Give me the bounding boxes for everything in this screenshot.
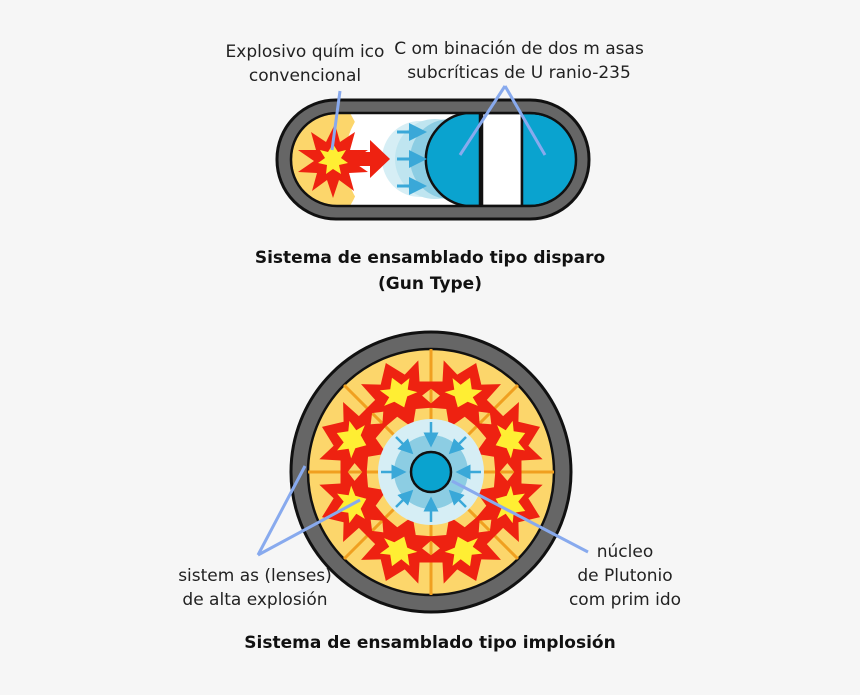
plutonium-core (409, 450, 453, 494)
label-core-line2: de Plutonio (577, 566, 673, 586)
label-explosive-line1: Explosivo quím ico (225, 42, 385, 62)
implosion-pointer-lines (256, 465, 589, 557)
label-explosive-line2: convencional (248, 66, 362, 86)
label-core: núcleo de Plutonio com prim ido (560, 540, 690, 612)
gun-caption-line2: (Gun Type) (378, 274, 482, 294)
implosion-caption: Sistema de ensamblado tipo implosión (244, 633, 616, 653)
push-arrows (397, 123, 427, 195)
label-core-line1: núcleo (596, 542, 654, 562)
gun-caption-line1: Sistema de ensamblado tipo disparo (254, 248, 606, 268)
red-direction-arrow (350, 140, 390, 178)
label-uranium-masses: C om binación de dos m asas subcríticas … (392, 37, 646, 85)
gun-pointer-lines (330, 85, 547, 156)
label-lenses: sistem as (lenses) de alta explosión (170, 564, 340, 612)
label-lenses-line1: sistem as (lenses) (178, 566, 332, 586)
label-masses-line1: C om binación de dos m asas (394, 39, 644, 59)
implosion-arrows (381, 422, 481, 522)
label-explosive: Explosivo quím ico convencional (222, 40, 388, 88)
gun-type-device (275, 85, 591, 221)
label-masses-line2: subcríticas de U ranio-235 (407, 63, 631, 83)
label-core-line3: com prim ido (568, 590, 682, 610)
implosion-device (256, 330, 589, 614)
gun-type-caption: Sistema de ensamblado tipo disparo (Gun … (230, 245, 630, 297)
gap-white (480, 113, 524, 206)
label-lenses-line2: de alta explosión (182, 590, 328, 610)
